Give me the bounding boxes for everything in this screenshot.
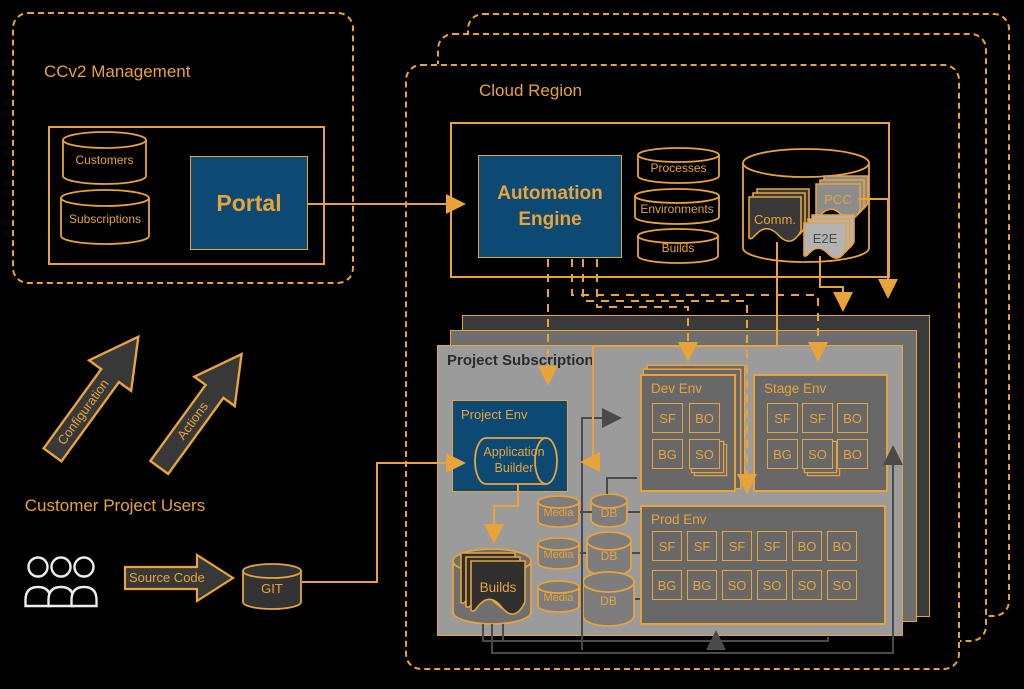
- stage-env-title: Stage Env: [764, 381, 827, 396]
- comm-label: Comm.: [754, 212, 796, 227]
- env-node-sf: SF: [767, 403, 798, 433]
- env-node-bo: BO: [827, 531, 857, 561]
- env-node-bg: BG: [767, 439, 798, 469]
- configuration-arrow: Configuration: [28, 316, 164, 473]
- db-store-1: DB: [590, 493, 628, 528]
- builds-database: Builds: [637, 228, 719, 264]
- env-node-sf: SF: [722, 531, 752, 561]
- builds-store-label: Builds: [479, 580, 517, 595]
- env-node-bo: BO: [837, 403, 868, 433]
- prod-env-title: Prod Env: [651, 512, 707, 527]
- env-node-bg: BG: [652, 570, 682, 600]
- processes-label: Processes: [650, 160, 707, 175]
- env-node-so: SO: [722, 570, 752, 600]
- dev-env-title: Dev Env: [651, 381, 703, 396]
- env-node-sf: SF: [802, 403, 833, 433]
- project-env-title: Project Env: [461, 407, 528, 422]
- env-node-so: SO: [792, 570, 822, 600]
- automation-engine-label: Automation Engine: [497, 182, 603, 230]
- environments-database: Environments: [634, 188, 720, 225]
- application-builder-label: Application Builder: [483, 445, 545, 475]
- source-code-arrow: Source Code: [123, 552, 236, 604]
- env-node-bo: BO: [837, 439, 868, 469]
- git-repository: GIT: [242, 563, 302, 610]
- subscriptions-database: Subscriptions: [60, 189, 150, 245]
- env-node-sf: SF: [757, 531, 787, 561]
- env-node-so: SO: [827, 570, 857, 600]
- env-node-so: SO: [802, 439, 833, 469]
- pcc-documents: PCC: [815, 175, 869, 223]
- db-2-label: DB: [600, 549, 618, 564]
- db-1-label: DB: [600, 505, 618, 520]
- environments-label: Environments: [640, 201, 714, 216]
- automation-engine-box: Automation Engine: [478, 155, 622, 258]
- portal-box: Portal: [190, 156, 308, 250]
- users-icon: [24, 556, 98, 608]
- env-node-sf: SF: [687, 531, 717, 561]
- application-builder-cylinder: Application Builder: [474, 437, 560, 485]
- project-subscription-title: Project Subscription: [447, 352, 594, 369]
- media-store-3: Media: [537, 580, 580, 613]
- db-store-3: DB: [582, 571, 635, 627]
- comm-documents: Comm.: [748, 188, 810, 246]
- source-code-arrow-label: Source Code: [129, 570, 205, 585]
- env-node-sf: SF: [652, 531, 682, 561]
- env-node-sf: SF: [652, 403, 683, 433]
- git-label: GIT: [261, 581, 283, 597]
- env-node-bg: BG: [687, 570, 717, 600]
- e2e-label: E2E: [812, 231, 838, 246]
- portal-label: Portal: [216, 189, 282, 216]
- e2e-documents: E2E: [803, 214, 855, 262]
- actions-arrow: Actions: [135, 334, 266, 485]
- media-2-label: Media: [543, 549, 574, 562]
- subscriptions-label: Subscriptions: [68, 212, 142, 227]
- env-node-bo: BO: [792, 531, 822, 561]
- builds-db-label: Builds: [661, 241, 695, 256]
- env-node-bg: BG: [652, 439, 683, 469]
- builds-documents: Builds: [460, 552, 526, 620]
- customers-label: Customers: [75, 153, 134, 168]
- ccv2-management-title: CCv2 Management: [44, 62, 191, 81]
- cloud-region-title: Cloud Region: [479, 81, 583, 100]
- customer-project-users-heading: Customer Project Users: [24, 496, 206, 515]
- media-1-label: Media: [543, 507, 574, 520]
- customers-database: Customers: [62, 131, 147, 185]
- media-store-2: Media: [537, 537, 580, 570]
- media-store-1: Media: [537, 495, 580, 528]
- pcc-label: PCC: [824, 192, 852, 207]
- env-node-bo: BO: [689, 403, 720, 433]
- db-3-label: DB: [600, 594, 617, 609]
- processes-database: Processes: [637, 147, 720, 184]
- media-3-label: Media: [543, 592, 574, 605]
- env-node-so: SO: [689, 439, 720, 469]
- env-node-so: SO: [757, 570, 787, 600]
